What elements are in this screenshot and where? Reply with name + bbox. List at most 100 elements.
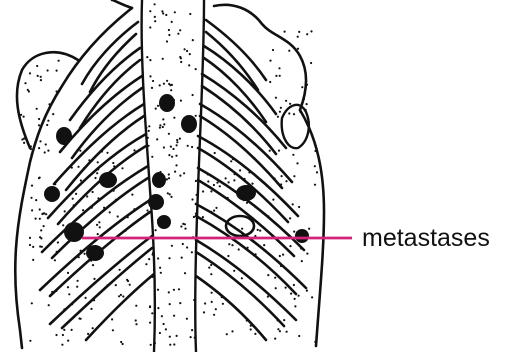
stipple-dot bbox=[210, 273, 212, 275]
stipple-dot bbox=[203, 311, 205, 313]
stipple-dot bbox=[46, 124, 48, 126]
metastasis-spot bbox=[152, 172, 166, 188]
stipple-dot bbox=[283, 319, 285, 321]
stipple-dot bbox=[109, 211, 111, 213]
stipple-dot bbox=[174, 171, 176, 173]
stipple-dot bbox=[293, 284, 295, 286]
stipple-dot bbox=[151, 312, 153, 314]
stipple-dot bbox=[294, 298, 296, 300]
stipple-dot bbox=[269, 60, 271, 62]
stipple-dot bbox=[166, 40, 168, 42]
stipple-dot bbox=[181, 257, 183, 259]
metastasis-spot bbox=[64, 222, 84, 242]
stipple-dot bbox=[29, 237, 31, 239]
stipple-dot bbox=[148, 130, 150, 132]
stipple-dot bbox=[189, 53, 191, 55]
stipple-dot bbox=[146, 209, 148, 211]
stipple-dot bbox=[47, 69, 49, 71]
stipple-dot bbox=[169, 336, 171, 338]
stipple-dot bbox=[310, 62, 312, 64]
stipple-dot bbox=[149, 75, 151, 77]
stipple-dot bbox=[195, 180, 197, 182]
stipple-dot bbox=[56, 70, 58, 72]
stipple-dot bbox=[162, 58, 164, 60]
stipple-dot bbox=[293, 231, 295, 233]
stipple-dot bbox=[186, 318, 188, 320]
stipple-dot bbox=[211, 301, 213, 303]
stipple-dot bbox=[163, 146, 165, 148]
stipple-dot bbox=[62, 334, 64, 336]
stipple-dot bbox=[115, 284, 117, 286]
stipple-dot bbox=[161, 315, 163, 317]
stipple-dot bbox=[40, 79, 42, 81]
stipple-dot bbox=[226, 333, 228, 335]
stipple-dot bbox=[23, 116, 25, 118]
stipple-dot bbox=[55, 334, 57, 336]
stipple-dot bbox=[149, 10, 151, 12]
stipple-dot bbox=[30, 148, 32, 150]
stipple-dot bbox=[38, 124, 40, 126]
stipple-dot bbox=[208, 267, 210, 269]
stipple-dot bbox=[161, 10, 163, 12]
stipple-dot bbox=[160, 272, 162, 274]
stipple-dot bbox=[30, 197, 32, 199]
stipple-dot bbox=[179, 29, 181, 31]
stipple-dot bbox=[186, 50, 188, 52]
stipple-dot bbox=[72, 198, 74, 200]
stipple-dot bbox=[118, 295, 120, 297]
stipple-dot bbox=[154, 342, 156, 344]
stipple-dot bbox=[180, 100, 182, 102]
stipple-dot bbox=[191, 146, 193, 148]
stipple-dot bbox=[57, 241, 59, 243]
stipple-dot bbox=[122, 343, 124, 345]
stipple-dot bbox=[39, 218, 41, 220]
stipple-dot bbox=[32, 246, 34, 248]
stipple-dot bbox=[157, 289, 159, 291]
stipple-dot bbox=[272, 199, 274, 201]
stipple-dot bbox=[267, 274, 269, 276]
stipple-dot bbox=[314, 165, 316, 167]
stipple-dot bbox=[165, 14, 167, 16]
stipple-dot bbox=[52, 113, 54, 115]
stipple-dot bbox=[152, 80, 154, 82]
stipple-dot bbox=[167, 192, 169, 194]
metastasis-spot bbox=[148, 194, 164, 210]
stipple-dot bbox=[29, 244, 31, 246]
stipple-dot bbox=[173, 315, 175, 317]
stipple-dot bbox=[163, 123, 165, 125]
stipple-dot bbox=[176, 141, 178, 143]
stipple-dot bbox=[214, 152, 216, 154]
stipple-dot bbox=[190, 336, 192, 338]
stipple-dot bbox=[184, 228, 186, 230]
stipple-dot bbox=[159, 124, 161, 126]
stipple-dot bbox=[278, 150, 280, 152]
stipple-dot bbox=[238, 248, 240, 250]
stipple-dot bbox=[289, 217, 291, 219]
stipple-dot bbox=[279, 111, 281, 113]
stipple-dot bbox=[168, 173, 170, 175]
stipple-dot bbox=[230, 160, 232, 162]
stipple-dot bbox=[131, 194, 133, 196]
stipple-dot bbox=[191, 198, 193, 200]
stipple-dot bbox=[117, 215, 119, 217]
stipple-dot bbox=[285, 180, 287, 182]
stipple-dot bbox=[168, 133, 170, 135]
stipple-dot bbox=[277, 116, 279, 118]
stipple-dot bbox=[177, 33, 179, 35]
stipple-dot bbox=[149, 59, 151, 61]
stipple-dot bbox=[135, 319, 137, 321]
metastasis-spot bbox=[159, 94, 175, 112]
stipple-dot bbox=[156, 138, 158, 140]
stipple-dot bbox=[35, 199, 37, 201]
stipple-dot bbox=[210, 190, 212, 192]
stipple-dot bbox=[122, 295, 124, 297]
stipple-dot bbox=[30, 145, 32, 147]
stipple-dot bbox=[67, 272, 69, 274]
stipple-dot bbox=[112, 162, 114, 164]
stipple-dot bbox=[153, 269, 155, 271]
stipple-dot bbox=[292, 203, 294, 205]
stipple-dot bbox=[39, 140, 41, 142]
stipple-dot bbox=[154, 20, 156, 22]
stipple-dot bbox=[148, 258, 150, 260]
stipple-dot bbox=[187, 145, 189, 147]
